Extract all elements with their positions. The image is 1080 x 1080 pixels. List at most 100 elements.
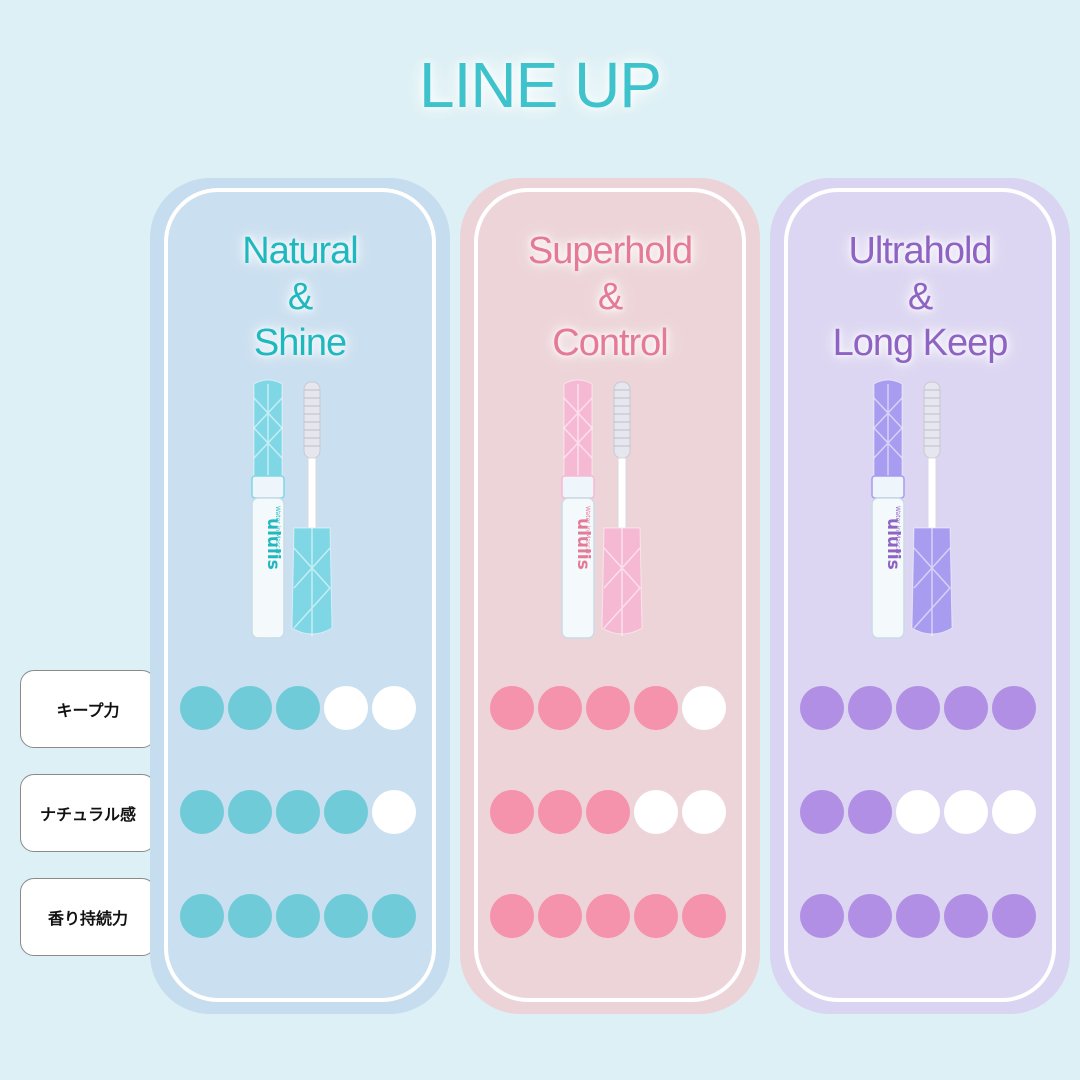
product-name: Natural & Shine	[168, 228, 432, 366]
rating-dot-filled	[276, 686, 320, 730]
page-title: LINE UP	[419, 49, 662, 121]
rating-dot-empty	[992, 790, 1036, 834]
tube-neck	[871, 475, 905, 499]
wand-brush	[613, 381, 631, 459]
product-name-line: Long Keep	[832, 322, 1009, 364]
product-name: Ultrahold & Long Keep	[788, 228, 1052, 366]
rating-dot-filled	[490, 790, 534, 834]
rating-dot-filled	[848, 790, 892, 834]
rating-row	[490, 686, 726, 730]
wand-stem	[617, 457, 627, 529]
rating-dot-filled	[228, 894, 272, 938]
rating-dot-filled	[896, 894, 940, 938]
rating-dot-filled	[180, 894, 224, 938]
rating-dot-filled	[490, 686, 534, 730]
rating-row	[490, 790, 726, 834]
wand-brush	[923, 381, 941, 459]
rating-dot-filled	[848, 686, 892, 730]
rating-row	[180, 686, 416, 730]
product-name-line: &	[597, 276, 623, 318]
rating-dot-empty	[634, 790, 678, 834]
product-name: Superhold & Control	[478, 228, 742, 366]
handle-facets	[293, 528, 332, 636]
rating-dot-filled	[944, 686, 988, 730]
rating-dot-filled	[800, 686, 844, 730]
cap-facets	[562, 384, 594, 476]
rating-row	[490, 894, 726, 938]
tube-brand-text: ululis	[883, 518, 903, 570]
brush-bristles	[304, 389, 320, 447]
rating-dot-filled	[276, 790, 320, 834]
rating-dot-filled	[180, 790, 224, 834]
rating-dot-empty	[682, 686, 726, 730]
wand-stem	[927, 457, 937, 529]
rating-dot-empty	[372, 790, 416, 834]
tube-brand-text: ululis	[263, 518, 283, 570]
rating-row	[800, 790, 1036, 834]
rating-row	[800, 686, 1036, 730]
rating-dot-filled	[324, 790, 368, 834]
rating-dot-filled	[324, 894, 368, 938]
rating-dot-filled	[586, 790, 630, 834]
product-name-line: Ultrahold	[848, 230, 992, 272]
tube-sub-brand-text: Water in Mascara	[584, 506, 591, 558]
tube-body	[251, 497, 285, 639]
rating-dot-filled	[944, 894, 988, 938]
rating-dot-filled	[634, 686, 678, 730]
product-name-line: &	[907, 276, 933, 318]
rating-dot-filled	[992, 686, 1036, 730]
cap-facets	[252, 384, 284, 476]
handle-facets	[913, 528, 952, 636]
tube-body	[561, 497, 595, 639]
tube-sub-brand-text: Water in Mascara	[894, 506, 901, 558]
rating-dot-empty	[324, 686, 368, 730]
rating-dot-empty	[944, 790, 988, 834]
rating-dot-filled	[180, 686, 224, 730]
tube-neck	[251, 475, 285, 499]
tube-sub-brand-text: Water in Mascara	[274, 506, 281, 558]
rating-dot-empty	[896, 790, 940, 834]
rating-row	[800, 894, 1036, 938]
wand-brush	[303, 381, 321, 459]
brush-bristles	[924, 389, 940, 447]
rating-dot-empty	[372, 686, 416, 730]
rating-dot-filled	[538, 686, 582, 730]
rating-dot-filled	[228, 790, 272, 834]
rating-dot-filled	[634, 894, 678, 938]
product-name-line: Control	[552, 322, 669, 364]
rating-dot-filled	[276, 894, 320, 938]
label-scent-lasting: 香り持続力	[20, 878, 156, 956]
cap-facets	[872, 384, 904, 476]
wand-stem	[307, 457, 317, 529]
rating-dot-filled	[800, 894, 844, 938]
rating-dot-filled	[682, 894, 726, 938]
rating-row	[180, 894, 416, 938]
rating-dot-empty	[682, 790, 726, 834]
product-name-line: &	[287, 276, 313, 318]
brush-bristles	[614, 389, 630, 447]
rating-dot-filled	[228, 686, 272, 730]
rating-dot-filled	[538, 894, 582, 938]
handle-facets	[603, 528, 642, 636]
rating-dot-filled	[896, 686, 940, 730]
label-natural-feel: ナチュラル感	[20, 774, 156, 852]
label-keep-power: キープ力	[20, 670, 156, 748]
rating-dot-filled	[992, 894, 1036, 938]
product-name-line: Natural	[242, 230, 359, 272]
tube-neck	[561, 475, 595, 499]
product-name-line: Shine	[253, 322, 347, 364]
rating-dot-filled	[800, 790, 844, 834]
rating-dot-filled	[490, 894, 534, 938]
product-name-line: Superhold	[527, 230, 693, 272]
rating-dot-filled	[586, 686, 630, 730]
rating-row	[180, 790, 416, 834]
rating-dot-filled	[586, 894, 630, 938]
rating-dot-filled	[372, 894, 416, 938]
tube-body	[871, 497, 905, 639]
